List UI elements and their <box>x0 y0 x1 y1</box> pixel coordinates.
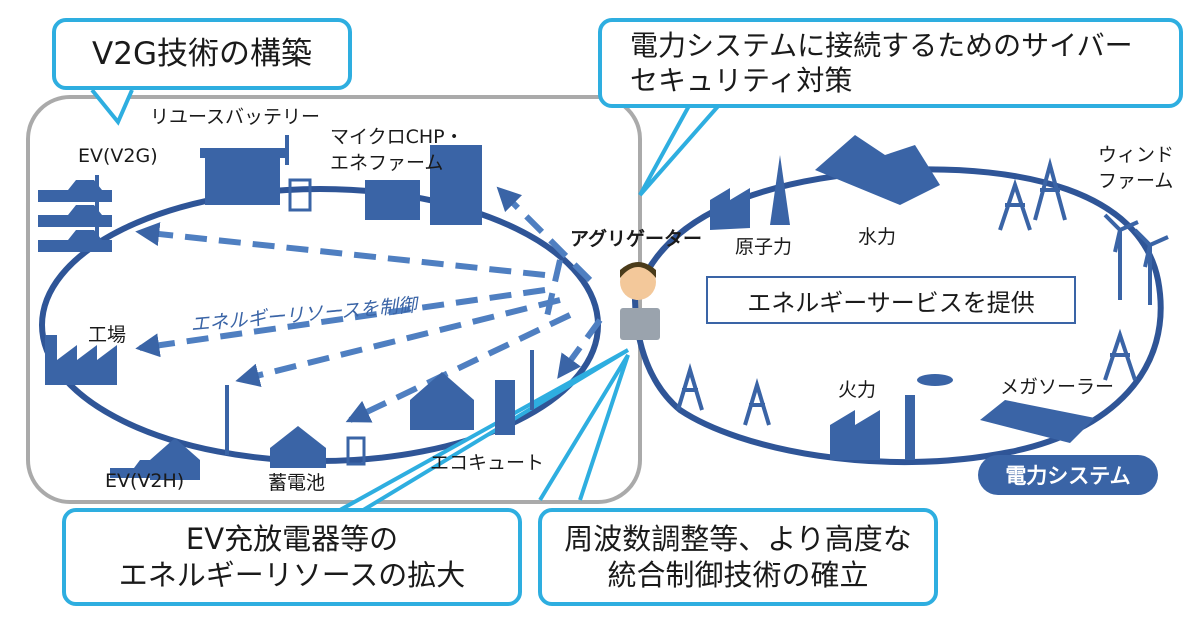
ev-v2h-label: EV(V2H) <box>105 470 185 492</box>
reuse-battery-building-icon <box>200 135 312 212</box>
power-system-badge-text: 電力システム <box>1005 464 1131 488</box>
nuclear-label: 原子力 <box>735 236 793 258</box>
callout-tails <box>90 88 722 514</box>
power-system-badge: 電力システム <box>978 455 1158 495</box>
aggregator-label: アグリゲーター <box>570 228 703 250</box>
ev-v2g-label: EV(V2G) <box>78 145 158 167</box>
factory-label: 工場 <box>88 324 127 346</box>
eco-cute-house-icon <box>410 350 534 435</box>
transmission-towers-icon <box>676 157 1137 426</box>
frequency-control-callout-line1: 周波数調整等、より高度な <box>564 521 912 556</box>
nuclear-plant-icon <box>710 155 790 230</box>
mega-solar-label: メガソーラー <box>1000 376 1115 398</box>
hydro-dam-icon <box>815 135 940 205</box>
thermal-plant-icon <box>830 374 953 460</box>
ev-charger-callout: EV充放電器等の エネルギーリソースの拡大 <box>62 508 522 606</box>
micro-chp-buildings-icon <box>365 145 482 225</box>
eco-cute-label: エコキュート <box>430 452 545 474</box>
energy-service-text: エネルギーサービスを提供 <box>747 288 1035 317</box>
reuse-battery-label: リユースバッテリー <box>150 106 321 128</box>
wind-farm-label-line1: ウィンド <box>1098 144 1175 166</box>
ev-charger-callout-line2: エネルギーリソースの拡大 <box>118 558 466 592</box>
ev-charger-callout-line1: EV充放電器等の <box>185 521 399 556</box>
wind-turbines-icon <box>1103 213 1169 305</box>
v2g-callout: V2G技術の構築 <box>52 18 352 90</box>
aggregator-person-icon <box>620 262 660 340</box>
cybersecurity-callout-line2: セキュリティ対策 <box>630 64 853 97</box>
frequency-control-callout: 周波数調整等、より高度な 統合制御技術の確立 <box>538 508 938 606</box>
cybersecurity-callout-line1: 電力システムに接続するためのサイバー <box>630 29 1133 62</box>
mega-solar-icon <box>980 400 1095 443</box>
hydro-label: 水力 <box>858 226 897 248</box>
storage-battery-label: 蓄電池 <box>268 472 326 494</box>
micro-chp-label-line2: エネファーム <box>330 152 444 174</box>
energy-service-box: エネルギーサービスを提供 <box>706 276 1076 324</box>
storage-battery-house-icon <box>270 426 366 468</box>
v2g-callout-text: V2G技術の構築 <box>92 35 312 72</box>
ev-v2h-house-icon <box>110 385 229 480</box>
cybersecurity-callout: 電力システムに接続するためのサイバー セキュリティ対策 <box>598 18 1183 108</box>
factory-icon <box>45 335 117 385</box>
micro-chp-label-line1: マイクロCHP・ <box>330 126 464 148</box>
power-system-ring <box>631 166 1164 466</box>
thermal-label: 火力 <box>838 379 877 401</box>
control-arrows <box>135 186 603 423</box>
wind-farm-label-line2: ファーム <box>1098 170 1174 192</box>
ev-cars-icon <box>38 175 112 252</box>
frequency-control-callout-line2: 統合制御技術の確立 <box>607 558 869 592</box>
